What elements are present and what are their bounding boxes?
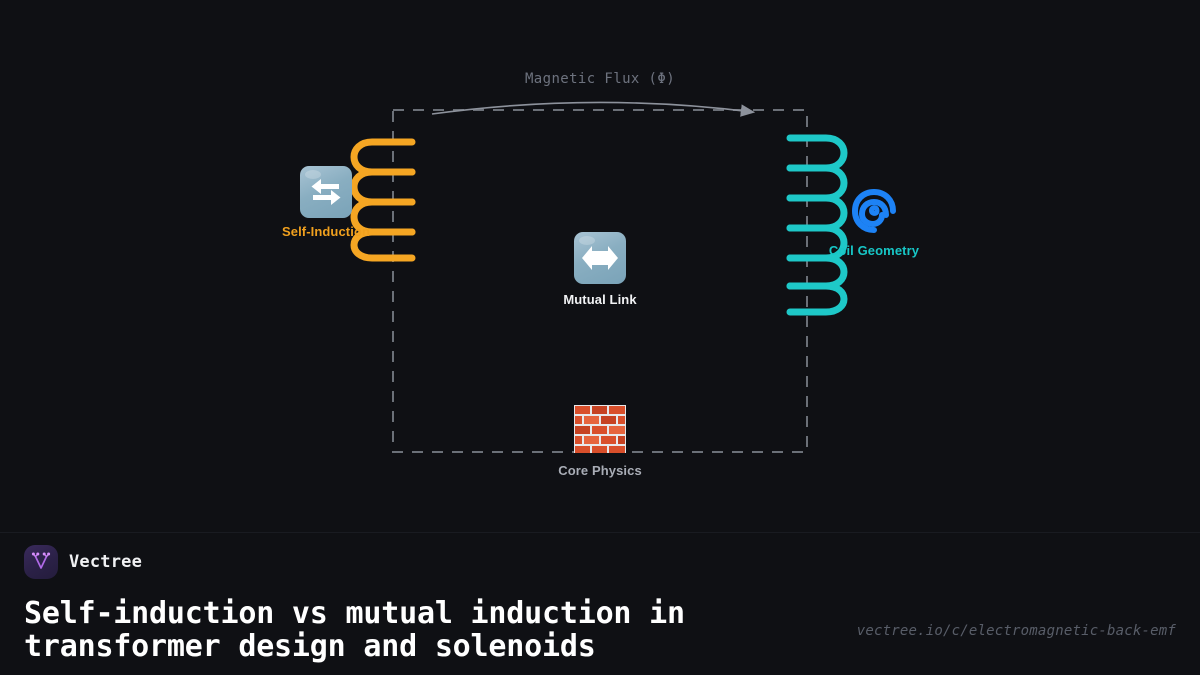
footer-url[interactable]: vectree.io/c/electromagnetic-back-emf	[856, 623, 1176, 639]
node-coil-geometry[interactable]: Coil Geometry	[829, 185, 919, 258]
brick-wall-icon	[574, 403, 626, 455]
footer-bar: Vectree Self-induction vs mutual inducti…	[0, 532, 1200, 675]
brand-row[interactable]: Vectree	[24, 545, 142, 579]
node-mutual-link[interactable]: Mutual Link	[563, 232, 637, 307]
brand-name: Vectree	[69, 552, 143, 572]
node-label-mutual-link: Mutual Link	[563, 292, 637, 307]
vectree-v-tree-logo	[24, 545, 58, 579]
magnetic-flux-arrow	[431, 101, 756, 117]
teal-solenoid-coil	[786, 134, 848, 316]
diagram-canvas: Magnetic Flux (Φ) Self-Induction Mutual …	[282, 71, 919, 478]
page-title: Self-induction vs mutual induction in tr…	[24, 596, 685, 664]
node-self-induction[interactable]: Self-Induction	[282, 166, 370, 239]
node-core-physics[interactable]: Core Physics	[558, 403, 642, 478]
left-right-arrow-icon	[574, 232, 626, 284]
spiral-cyclone-icon	[848, 185, 900, 237]
swap-arrows-icon	[300, 166, 352, 218]
node-label-self-induction: Self-Induction	[281, 224, 371, 239]
orange-solenoid-coil	[350, 138, 416, 262]
node-label-core-physics: Core Physics	[558, 463, 642, 478]
node-label-coil-geometry: Coil Geometry	[828, 243, 920, 258]
magnetic-flux-caption: Magnetic Flux (Φ)	[524, 71, 676, 87]
